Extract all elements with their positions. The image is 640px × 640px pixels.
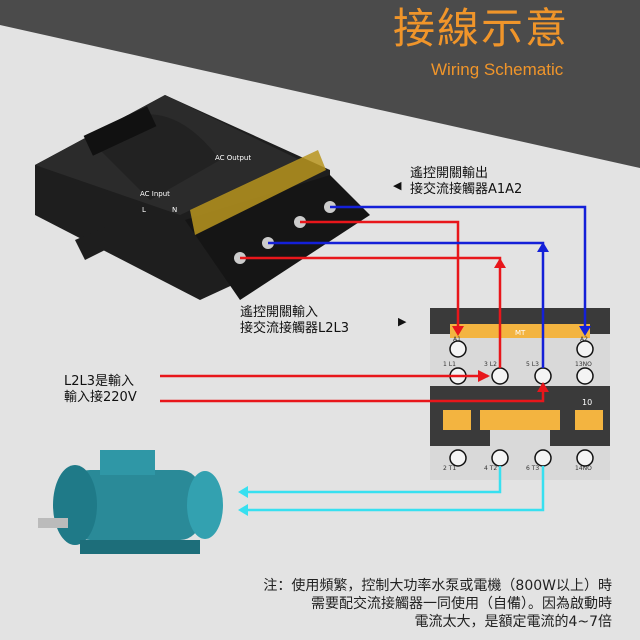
relay-output-label: AC Output bbox=[215, 154, 251, 162]
page-title: 接線示意 bbox=[393, 4, 570, 53]
output-label-line1: 遙控開關輸出 bbox=[410, 166, 489, 181]
terminal-t3-label: 6 T3 bbox=[526, 465, 539, 472]
wire-a1 bbox=[300, 220, 460, 333]
l2l3-label: L2L3是輸入 輸入接220V bbox=[64, 374, 137, 406]
output-label-line2: 接交流接觸器A1A2 bbox=[410, 182, 523, 197]
l2l3-label-line1: L2L3是輸入 bbox=[64, 374, 135, 389]
terminal-l2-label: 3 L2 bbox=[484, 361, 497, 368]
aux-label: 10 bbox=[582, 398, 592, 407]
electric-motor bbox=[38, 450, 223, 554]
note-line2: 需要配交流接觸器一同使用（自備）。因為啟動時 bbox=[311, 596, 612, 612]
relay-l-label: L bbox=[142, 206, 146, 214]
input-label-line1: 遙控開關輸入 bbox=[240, 305, 319, 320]
pointer-right-icon: ▶ bbox=[398, 315, 407, 328]
contactor-brand: MT bbox=[515, 329, 526, 337]
ac-contactor: MT 10 A1 A2 1 L1 3 L2 5 L3 13NO 2 T1 4 T… bbox=[430, 308, 610, 480]
terminal-14no-label: 14NO bbox=[575, 465, 592, 472]
relay-n-label: N bbox=[172, 206, 177, 214]
wire-arrows bbox=[238, 242, 591, 516]
terminal-l3-label: 5 L3 bbox=[526, 361, 539, 368]
note-line1: 注：使用頻繁，控制大功率水泵或電機（800W以上）時 bbox=[263, 578, 612, 594]
page-subtitle: Wiring Schematic bbox=[431, 60, 564, 79]
terminal-13no-label: 13NO bbox=[575, 361, 592, 368]
screw-terminals bbox=[449, 340, 594, 467]
terminal-t2-label: 4 T2 bbox=[484, 465, 497, 472]
output-label: 遙控開關輸出 接交流接觸器A1A2 bbox=[410, 166, 522, 198]
note-line3: 電流太大，是額定電流的4~7倍 bbox=[414, 614, 612, 630]
wire-t2-motor bbox=[245, 466, 502, 494]
remote-relay-device: AC Input AC Output L N bbox=[35, 95, 370, 300]
pointer-left-icon: ◀ bbox=[393, 179, 402, 192]
input-label: 遙控開關輸入 接交流接觸器L2L3 bbox=[240, 305, 349, 337]
wires bbox=[160, 205, 587, 512]
wire-l3-in bbox=[160, 388, 545, 403]
relay-input-label: AC Input bbox=[140, 190, 170, 198]
terminal-a2-label: A2 bbox=[580, 336, 588, 343]
terminal-cover bbox=[190, 150, 326, 235]
wire-a2 bbox=[330, 205, 587, 333]
usage-note: 注：使用頻繁，控制大功率水泵或電機（800W以上）時 需要配交流接觸器一同使用（… bbox=[263, 577, 612, 631]
input-label-line2: 接交流接觸器L2L3 bbox=[240, 321, 350, 336]
terminal-l1-label: 1 L1 bbox=[443, 361, 456, 368]
l2l3-label-line2: 輸入接220V bbox=[64, 390, 137, 405]
relay-marking-panel: AC Input AC Output L N bbox=[140, 154, 251, 214]
wire-t3-motor bbox=[245, 466, 545, 512]
terminal-a1-label: A1 bbox=[453, 336, 461, 343]
terminal-t1-label: 2 T1 bbox=[443, 465, 456, 472]
header-band bbox=[0, 0, 640, 168]
